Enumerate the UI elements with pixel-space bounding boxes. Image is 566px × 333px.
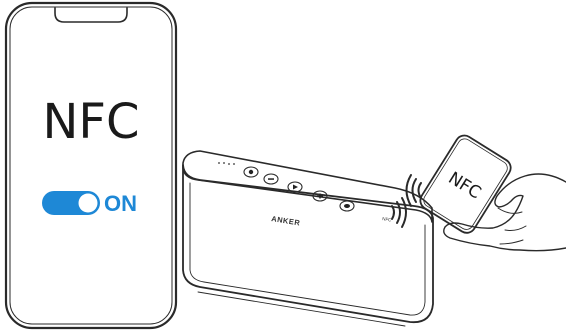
power-icon [249, 170, 253, 174]
toggle-state-label: ON [104, 191, 137, 216]
nfc-waves-speaker [392, 198, 406, 227]
speaker-nfc-marker: NFC [382, 216, 393, 223]
speaker-play-button[interactable] [288, 182, 302, 192]
speaker-bluetooth-button[interactable] [340, 201, 354, 211]
speaker: ANKER NFC [183, 151, 433, 326]
speaker-power-button[interactable] [244, 167, 258, 177]
phone-inner-frame [10, 7, 172, 324]
hand-with-phone: NFC [417, 132, 566, 251]
minus-icon [268, 178, 274, 180]
phone-nfc-title: NFC [42, 94, 139, 150]
toggle-knob [79, 194, 98, 213]
speaker-volume-down-button[interactable] [264, 174, 278, 184]
battery-indicator-dots [218, 162, 235, 165]
nfc-waves-phone [407, 175, 422, 206]
phone-notch [55, 8, 127, 22]
nfc-toggle-switch[interactable] [42, 191, 100, 215]
phone-outer-frame [6, 3, 176, 328]
speaker-brand-logo: ANKER [271, 214, 301, 227]
play-icon [293, 185, 298, 190]
hand-finger-lines [498, 208, 526, 244]
bluetooth-icon [344, 204, 350, 208]
hand-phone-nfc-label: NFC [445, 168, 485, 203]
phone-left: NFC ON [6, 3, 176, 328]
